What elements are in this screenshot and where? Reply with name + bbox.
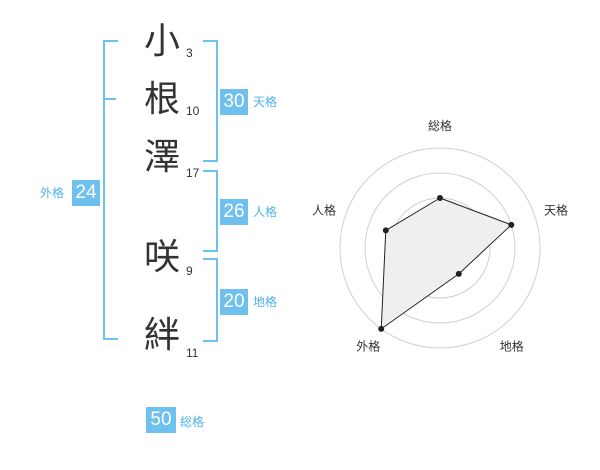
jinkaku-bracket <box>203 170 218 252</box>
stroke-count-3: 17 <box>186 166 200 180</box>
soukaku-score: 50 <box>146 407 176 433</box>
name-char-4: 咲 <box>143 237 180 278</box>
radar-point-4 <box>378 325 385 332</box>
jinkaku-score: 26 <box>220 199 248 225</box>
stroke-count-4: 9 <box>186 264 193 278</box>
chikaku-label: 地格 <box>253 295 278 309</box>
radar-axis-label-2: 天格 <box>544 202 568 217</box>
gaikaku-label: 外格 <box>40 186 65 200</box>
name-char-1: 小 <box>143 21 180 62</box>
stroke-count-2: 10 <box>186 104 200 118</box>
radar-axis-label-5: 人格 <box>312 202 336 217</box>
stroke-count-5: 11 <box>186 346 199 360</box>
tenkaku-bracket <box>203 40 218 162</box>
chikaku-bracket <box>203 258 218 342</box>
radar-point-3 <box>455 270 462 277</box>
radar-point-5 <box>382 227 389 234</box>
name-char-2: 根 <box>143 79 180 120</box>
gaikaku-score: 24 <box>72 180 100 206</box>
radar-grid-ring <box>364 172 516 324</box>
radar-axis-label-4: 外格 <box>356 339 380 354</box>
tenkaku-label: 天格 <box>253 95 278 109</box>
name-char-3: 澤 <box>143 137 180 178</box>
radar-point-2 <box>508 221 515 228</box>
chikaku-score: 20 <box>220 289 248 315</box>
gaikaku-bracket-tick <box>104 98 116 100</box>
name-char-5: 絆 <box>143 315 180 356</box>
tenkaku-score: 30 <box>220 89 248 115</box>
soukaku-label: 総格 <box>180 415 205 429</box>
stroke-count-1: 3 <box>186 46 193 60</box>
radar-point-1 <box>437 195 443 201</box>
jinkaku-label: 人格 <box>253 205 278 219</box>
radar-grid-ring <box>339 147 541 349</box>
radar-series-area <box>380 197 513 330</box>
radar-axis-label-1: 総格 <box>428 118 452 133</box>
radar-axis-label-3: 地格 <box>500 339 524 354</box>
gaikaku-bracket <box>103 40 118 340</box>
